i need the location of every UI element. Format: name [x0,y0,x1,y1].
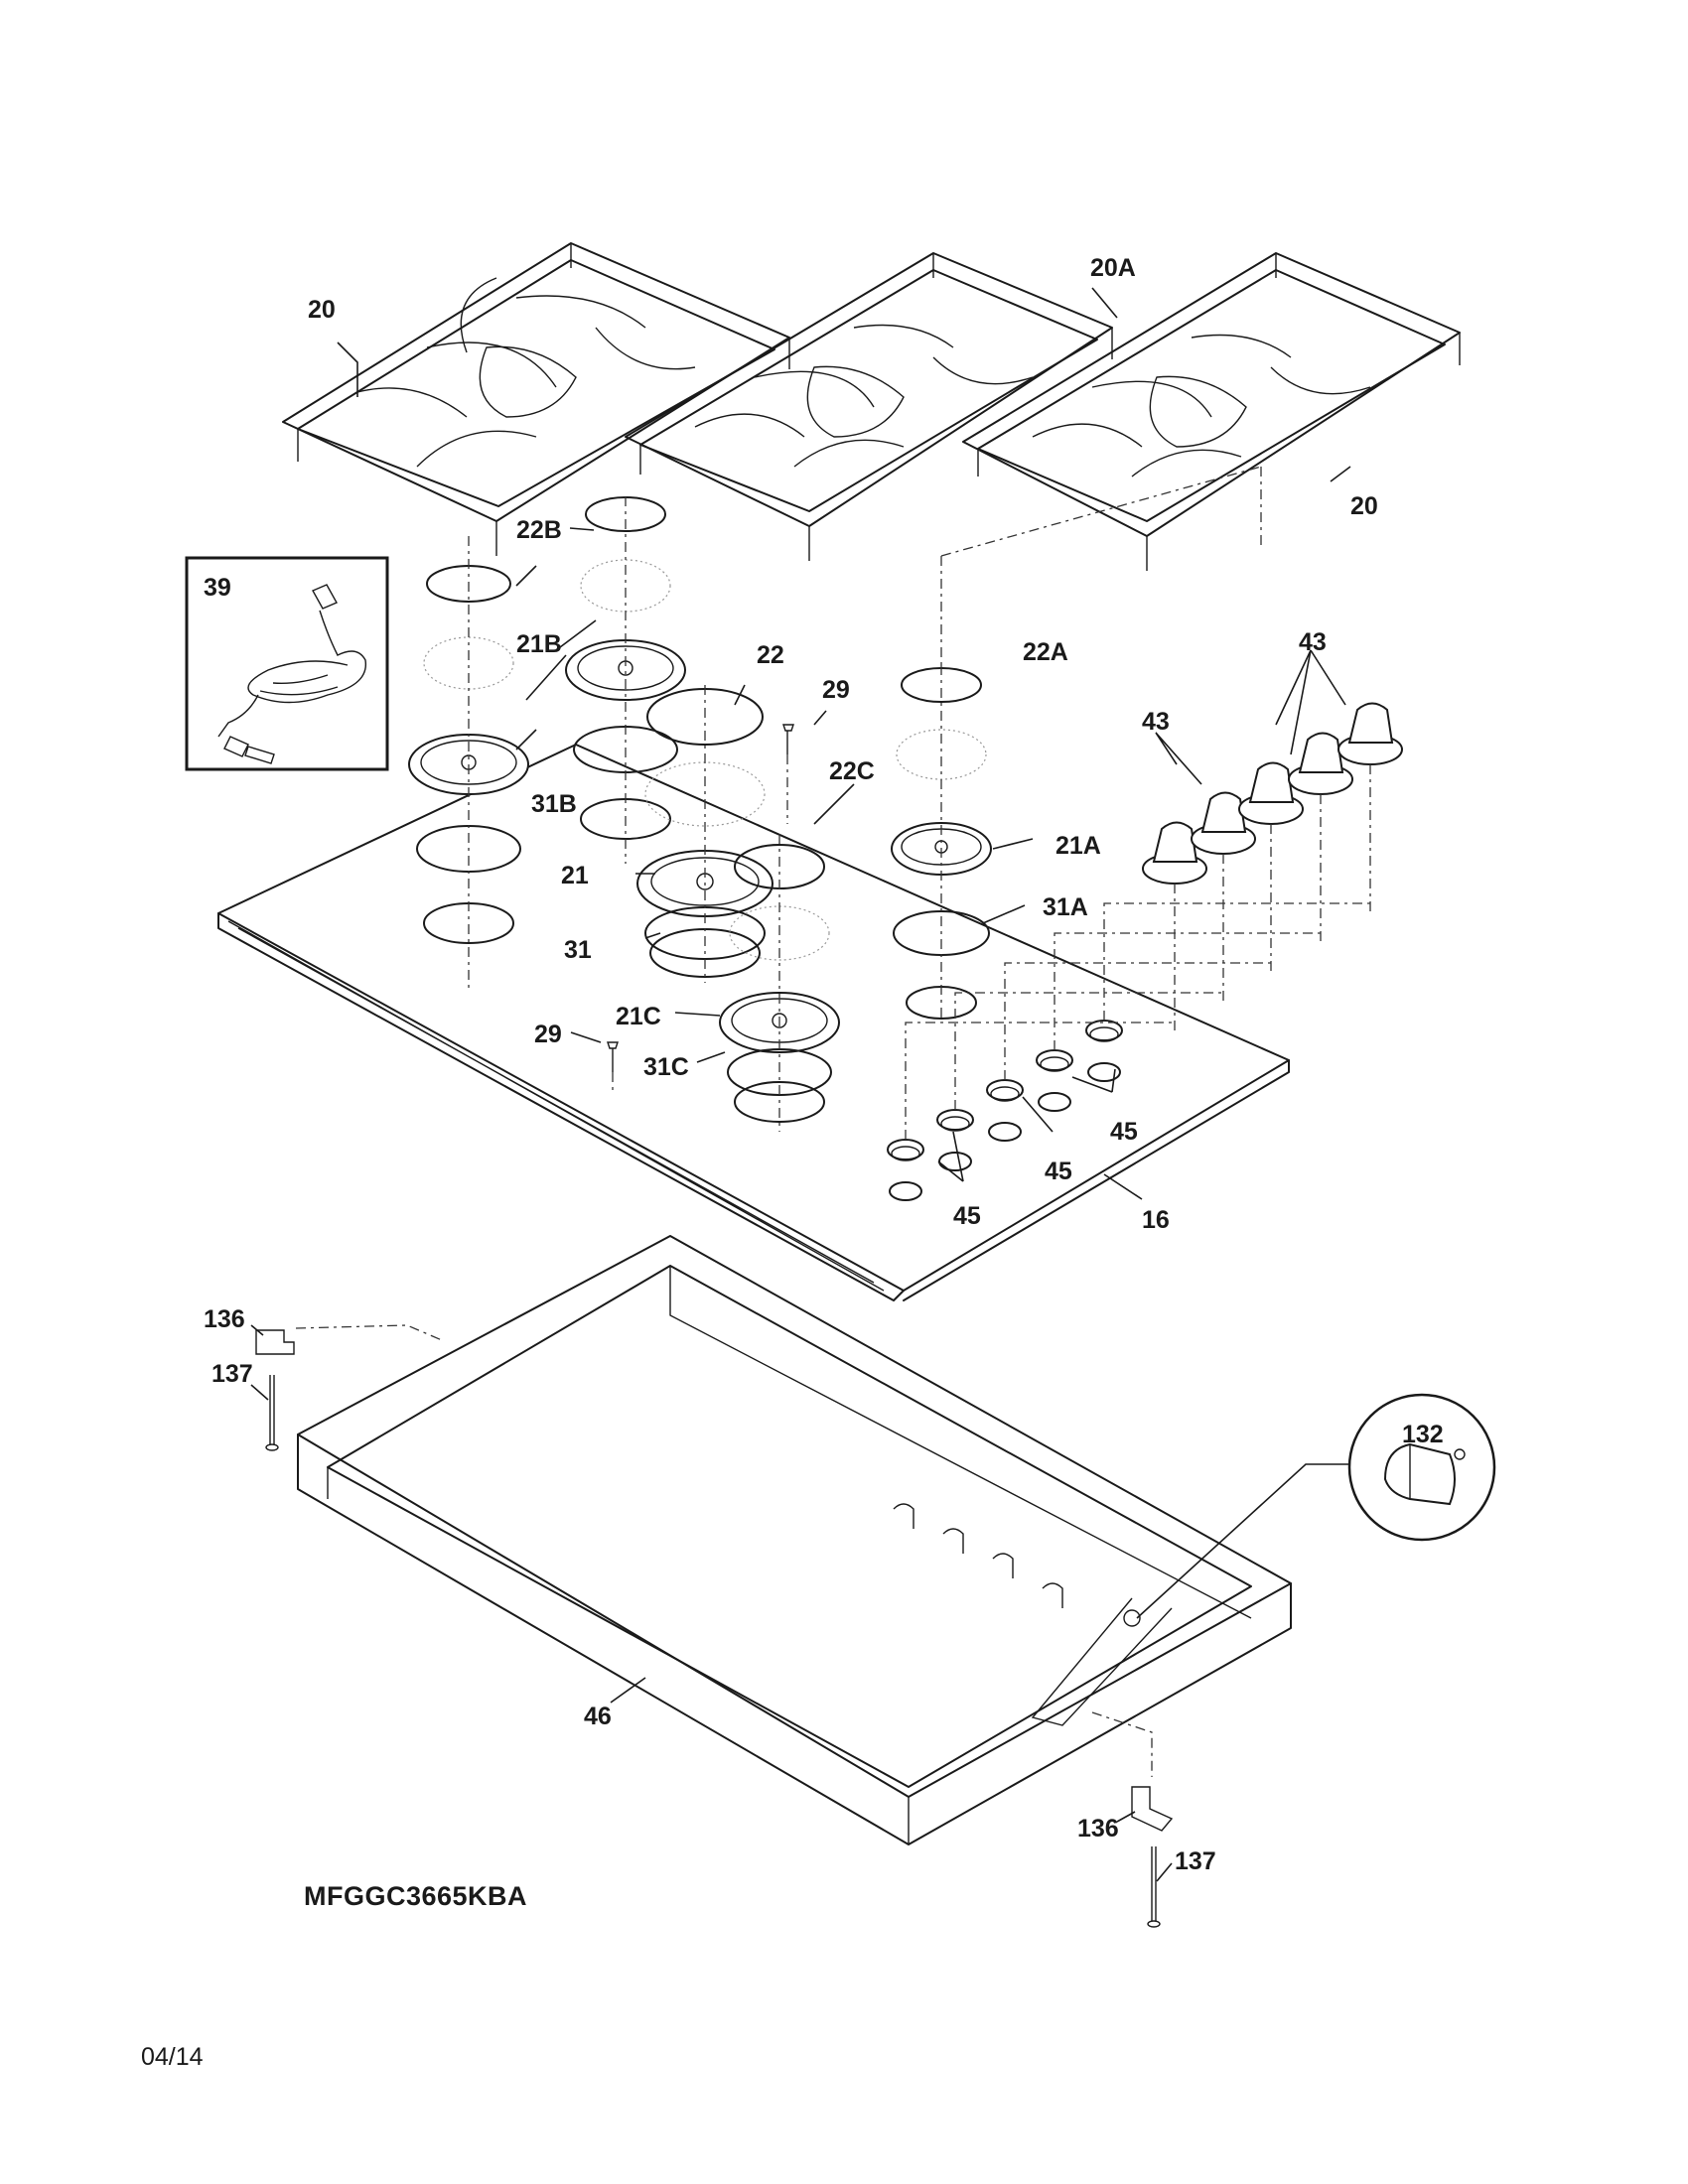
callout-20-right: 20 [1350,492,1378,520]
callout-46: 46 [584,1703,612,1730]
callout-21b: 21B [516,630,562,658]
knob-bezels [887,1020,1123,1201]
callout-21c: 21C [616,1003,661,1030]
control-knobs [1142,702,1403,885]
callout-136-right: 136 [1077,1815,1119,1843]
callout-45-c: 45 [953,1202,981,1230]
callout-31b: 31B [531,790,577,818]
grate-left [282,242,790,556]
callout-45-a: 45 [1110,1118,1138,1146]
callout-137-left: 137 [211,1360,253,1388]
callout-21: 21 [561,862,589,889]
leader-lines [250,287,1351,1882]
grate-right [962,252,1461,571]
callout-43-left: 43 [1142,708,1170,736]
callout-22c: 22C [829,757,875,785]
ignition-switch-inset [1347,1393,1496,1542]
callout-132: 132 [1402,1421,1444,1448]
power-cord-inset-box [185,556,389,771]
callout-31c: 31C [643,1053,689,1081]
burner-box [297,1235,1292,1845]
bracket-right [1131,1786,1174,1832]
callout-29-top: 29 [822,676,850,704]
callout-29-bottom: 29 [534,1021,562,1048]
grate-center [625,252,1113,561]
callout-43-right: 43 [1299,628,1327,656]
callout-21a: 21A [1055,832,1101,860]
ignition-switch [1383,1442,1466,1506]
screw-rod-left [265,1375,279,1451]
callout-22a: 22A [1023,638,1068,666]
callout-45-b: 45 [1045,1158,1072,1185]
callout-20a: 20A [1090,254,1136,282]
callout-31: 31 [564,936,592,964]
callout-labels: 20 20A 20 22B 21B 31B 22 29 22C 21 31 21… [204,254,1444,1875]
callout-136-left: 136 [204,1305,245,1333]
callout-31a: 31A [1043,893,1088,921]
cooktop-glass-top [217,744,1290,1301]
screw-bottom [607,1041,619,1092]
screw-rod-right [1147,1846,1161,1928]
screw-top [782,724,794,824]
callout-16: 16 [1142,1206,1170,1234]
model-number: MFGGC3665KBA [304,1881,528,1911]
callout-39: 39 [204,574,231,602]
bracket-left [255,1329,295,1355]
callout-20-left: 20 [308,296,336,324]
callout-22b: 22B [516,516,562,544]
page-date: 04/14 [141,2043,204,2071]
callout-22: 22 [757,641,784,669]
callout-137-right: 137 [1175,1847,1216,1875]
power-cord [217,584,366,764]
